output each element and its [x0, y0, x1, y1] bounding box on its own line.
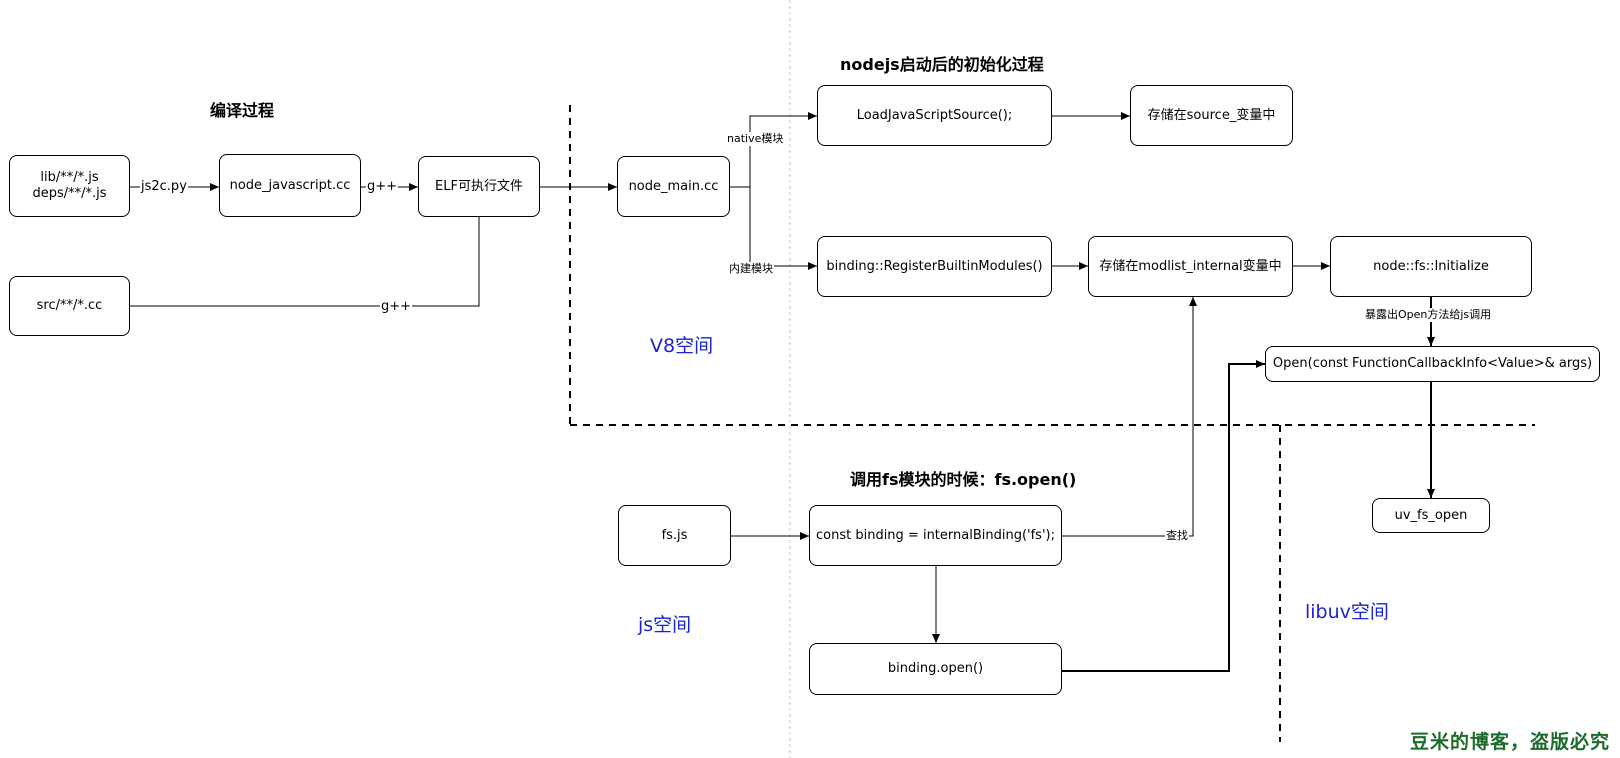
node-fs-initialize: node::fs::Initialize [1330, 236, 1532, 297]
edge-label-js2c: js2c.py [140, 179, 188, 194]
label-libuv-space: libuv空间 [1305, 601, 1389, 623]
label-v8-space: V8空间 [650, 335, 714, 357]
node-binding-open: binding.open() [809, 643, 1062, 695]
node-store-modlist-internal: 存储在modlist_internal变量中 [1088, 236, 1293, 297]
edge-label-builtin: 内建模块 [728, 262, 774, 276]
node-load-javascript-source: LoadJavaScriptSource(); [817, 85, 1052, 146]
edge-label-lookup: 查找 [1165, 529, 1189, 543]
node-elf-executable: ELF可执行文件 [418, 156, 540, 217]
edge-label-gpp-2: g++ [380, 299, 413, 314]
node-src-cc: src/**/*.cc [9, 276, 130, 336]
node-register-builtin-modules: binding::RegisterBuiltinModules() [817, 236, 1052, 297]
edge-open-call [1062, 360, 1265, 672]
edge-label-expose: 暴露出Open方法给js调用 [1364, 308, 1493, 322]
node-open-function: Open(const FunctionCallbackInfo<Value>& … [1265, 346, 1600, 382]
node-node-javascript-cc: node_javascript.cc [219, 154, 361, 217]
watermark: 豆米的博客，盗版必究 [1410, 731, 1611, 753]
node-node-main-cc: node_main.cc [617, 156, 730, 217]
title-compile: 编译过程 [210, 101, 275, 120]
edge-label-gpp-1: g++ [366, 179, 399, 194]
edge-lookup [1062, 297, 1197, 537]
node-store-source: 存储在source_变量中 [1130, 85, 1293, 146]
edge-builtin [749, 187, 817, 270]
label-js-space: js空间 [638, 614, 692, 636]
edge-label-native: native模块 [726, 132, 785, 146]
edge-native [749, 112, 817, 187]
node-lib-deps-js: lib/**/*.js deps/**/*.js [9, 155, 130, 217]
node-const-binding: const binding = internalBinding('fs'); [809, 505, 1062, 566]
node-uv-fs-open: uv_fs_open [1372, 498, 1490, 533]
node-fs-js: fs.js [618, 505, 731, 566]
edge-gpp-2 [130, 196, 483, 307]
title-init: nodejs启动后的初始化过程 [840, 55, 1044, 74]
title-call: 调用fs模块的时候：fs.open() [850, 470, 1077, 489]
